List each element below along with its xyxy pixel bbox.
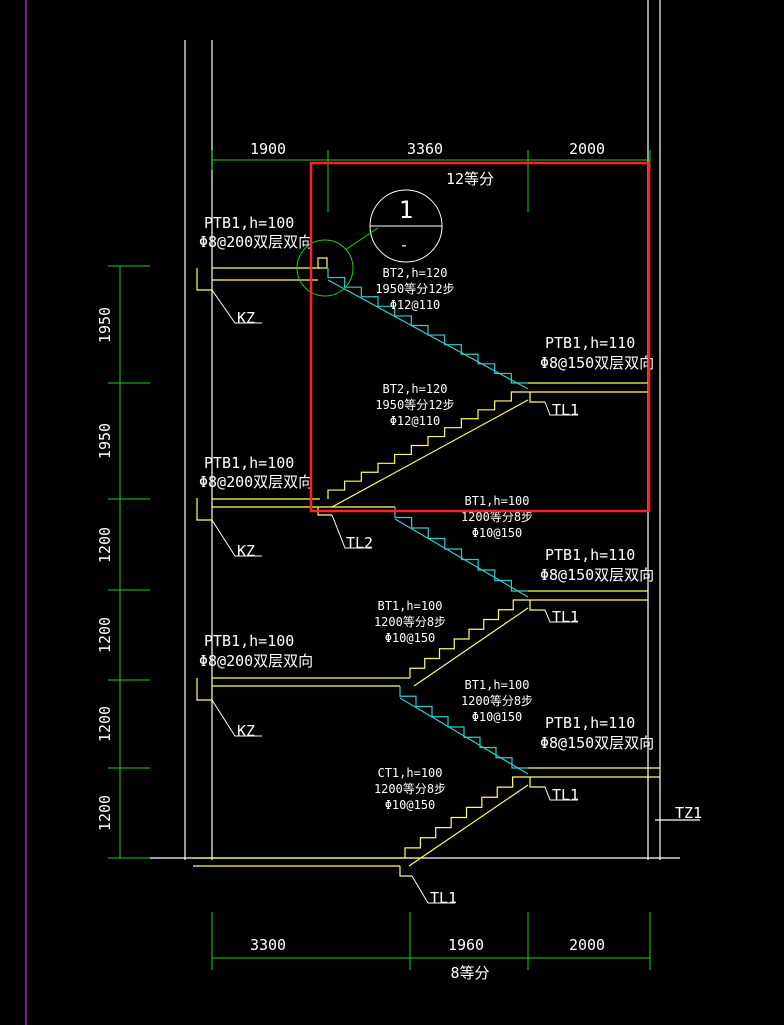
slab-rebar: Φ8@150双层双向 — [540, 566, 654, 584]
column-label: TZ1 — [675, 804, 702, 822]
dimension-lines — [108, 150, 651, 970]
bt1-c-flight-soffit — [399, 697, 529, 775]
slab-rebar: Φ8@200双层双向 — [199, 652, 313, 670]
left-dim-value: 1200 — [96, 795, 114, 831]
landing-post — [317, 257, 328, 269]
ct1-flight-soffit — [408, 784, 529, 867]
flight-name: BT1,h=100 — [464, 494, 529, 508]
top-dim-value: 2000 — [569, 140, 605, 158]
slab-label: PTB1,h=110 — [545, 714, 635, 732]
stair-flights — [327, 268, 529, 867]
bt2-lower-flight-soffit — [331, 399, 529, 508]
slab-label: PTB1,h=100 — [204, 214, 294, 232]
bottom-dim-value: 2000 — [569, 936, 605, 954]
flight-steps: 1200等分8步 — [461, 510, 533, 524]
slab-label: PTB1,h=100 — [204, 632, 294, 650]
flight-name: BT1,h=100 — [377, 599, 442, 613]
beam-label: TL1 — [430, 889, 457, 907]
flight-steps: 1950等分12步 — [375, 398, 454, 412]
slab-rebar: Φ8@200双层双向 — [199, 233, 313, 251]
detail-callout-circle — [296, 239, 354, 297]
left-dim-value: 1950 — [96, 423, 114, 459]
beam-label: TL2 — [346, 534, 373, 552]
slab-rebar: Φ8@200双层双向 — [199, 473, 313, 491]
beam-label: TL1 — [552, 786, 579, 804]
slab-rebar: Φ8@150双层双向 — [540, 734, 654, 752]
beam-label: TL1 — [552, 608, 579, 626]
flight-rebar: Φ10@150 — [385, 631, 436, 645]
flight-rebar: Φ10@150 — [472, 526, 523, 540]
top-dim-value: 1900 — [250, 140, 286, 158]
flight-labels: BT2,h=120 1950等分12步 Φ12@110 BT2,h=120 19… — [374, 266, 533, 812]
left-slab-3-end — [196, 678, 212, 701]
slab-label: PTB1,h=110 — [545, 546, 635, 564]
flight-steps: 1200等分8步 — [461, 694, 533, 708]
section-marker-sheet: - — [399, 236, 408, 254]
tl1-beam-ground — [399, 866, 412, 877]
bottom-dim-value: 1960 — [448, 936, 484, 954]
bt2-upper-flight-steps — [327, 268, 528, 384]
tl1-leader-2 — [544, 609, 578, 623]
flight-steps: 1200等分8步 — [374, 615, 446, 629]
flight-rebar: Φ12@110 — [390, 414, 441, 428]
flight-steps: 1200等分8步 — [374, 782, 446, 796]
bt1-a-flight-soffit — [394, 518, 529, 598]
ct1-flight-steps — [404, 776, 528, 858]
flight-steps: 1950等分12步 — [375, 282, 454, 296]
leaders — [211, 289, 578, 904]
left-dim-value: 1200 — [96, 706, 114, 742]
beam-label: TL1 — [552, 401, 579, 419]
tl2-leader — [331, 514, 372, 549]
kz-leader-1 — [211, 289, 262, 324]
column-label: KZ — [237, 542, 255, 560]
slab-label: PTB1,h=100 — [204, 454, 294, 472]
tl1-leader-1 — [544, 401, 578, 416]
tl1-leader-3 — [544, 786, 578, 801]
slab-rebar: Φ8@150双层双向 — [540, 354, 654, 372]
left-slab-2-end — [196, 498, 212, 521]
kz-leader-2 — [211, 519, 262, 557]
flight-rebar: Φ10@150 — [472, 710, 523, 724]
bottom-dim-division: 8等分 — [450, 964, 489, 982]
dimension-texts: 1900 3360 2000 12等分 3300 1960 2000 8等分 1… — [96, 140, 605, 982]
top-dim-division: 12等分 — [446, 170, 494, 188]
selection-rectangle[interactable] — [309, 161, 651, 513]
flight-rebar: Φ12@110 — [390, 298, 441, 312]
flight-name: CT1,h=100 — [377, 766, 442, 780]
left-dim-value: 1200 — [96, 617, 114, 653]
bottom-dim-value: 3300 — [250, 936, 286, 954]
tl1-beam-3 — [529, 777, 545, 788]
kz-leader-3 — [211, 699, 262, 737]
bt2-lower-flight-steps — [327, 391, 528, 499]
section-marker-number: 1 — [399, 196, 413, 224]
flight-name: BT1,h=100 — [464, 678, 529, 692]
slabs — [193, 257, 660, 877]
tl1-beam-1 — [529, 392, 545, 403]
column-label: KZ — [237, 309, 255, 327]
member-labels: PTB1,h=100 Φ8@200双层双向 PTB1,h=100 Φ8@200双… — [199, 214, 702, 907]
flight-name: BT2,h=120 — [382, 382, 447, 396]
tl2-beam — [317, 507, 332, 516]
flight-rebar: Φ10@150 — [385, 798, 436, 812]
bt1-b-flight-soffit — [413, 607, 529, 687]
flight-name: BT2,h=120 — [382, 266, 447, 280]
detail-callout-leader — [344, 227, 379, 251]
tl1-beam-2 — [529, 600, 545, 611]
slab-label: PTB1,h=110 — [545, 334, 635, 352]
left-slab-top-end — [196, 268, 212, 291]
bt1-b-flight-steps — [409, 599, 528, 678]
left-dim-value: 1950 — [96, 307, 114, 343]
bt2-upper-flight-soffit — [327, 279, 529, 390]
left-dim-value: 1200 — [96, 527, 114, 563]
column-label: KZ — [237, 722, 255, 740]
tl1-leader-ground — [411, 875, 455, 904]
top-dim-value: 3360 — [407, 140, 443, 158]
